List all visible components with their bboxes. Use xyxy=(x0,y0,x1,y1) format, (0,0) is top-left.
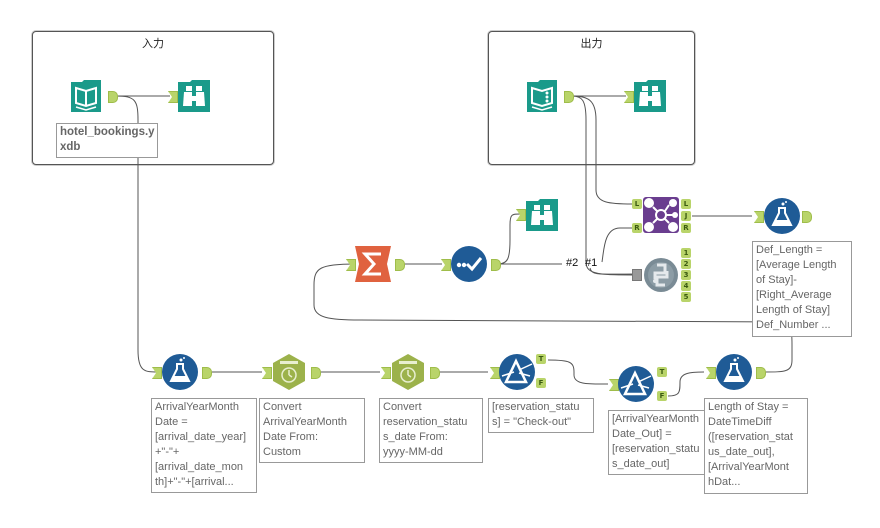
clock-icon xyxy=(273,354,305,390)
container-input-title: 入力 xyxy=(142,37,164,50)
annotation-filter1: [reservation_statu s] = "Check-out" xyxy=(488,398,594,433)
join-icon xyxy=(643,197,679,233)
filter-prism-icon xyxy=(618,366,654,402)
annotation-input-file: hotel_bookings.y xdb xyxy=(56,123,158,158)
filter-tool-1[interactable] xyxy=(499,354,535,390)
input-data-output-anchor[interactable] xyxy=(108,91,118,103)
join-tool[interactable] xyxy=(643,197,679,233)
filter2-false-anchor[interactable]: F xyxy=(657,391,667,401)
python-output-anchor-2[interactable]: 2 xyxy=(681,259,691,269)
python-output-anchor-1[interactable]: 1 xyxy=(681,248,691,258)
annotation-formula-arrival: ArrivalYearMonth Date = [arrival_date_ye… xyxy=(151,398,257,493)
flask-icon xyxy=(162,354,198,390)
container-output-title: 出力 xyxy=(580,37,603,50)
join-input-right-anchor[interactable]: R xyxy=(632,223,642,233)
annotation-formula-def: Def_Length = [Average Length of Stay]- [… xyxy=(752,241,852,337)
formula-arrival-output-anchor[interactable] xyxy=(202,367,212,379)
join-input-left-anchor[interactable]: L xyxy=(632,199,642,209)
connection-label-1: #1 xyxy=(585,257,598,269)
wire-out-join-L xyxy=(571,95,633,205)
check-icon xyxy=(451,246,487,282)
formula-los-output-anchor[interactable] xyxy=(756,367,766,379)
filter-tool-2[interactable] xyxy=(618,366,654,402)
binoculars-icon xyxy=(178,80,210,112)
wire-filter1-filter2 xyxy=(547,359,609,385)
wire-filter2-formula xyxy=(667,371,705,397)
flask-icon xyxy=(764,198,800,234)
wire-python-2 xyxy=(589,267,641,275)
python-input-anchor[interactable] xyxy=(632,269,642,281)
wire-check-browse xyxy=(497,213,521,265)
wire-join-R xyxy=(601,227,632,263)
binoculars-icon xyxy=(634,80,666,112)
formula-tool-def[interactable] xyxy=(764,198,800,234)
python-output-anchor-4[interactable]: 4 xyxy=(681,281,691,291)
wire-loop xyxy=(313,263,793,373)
annotation-datetime2: Convert reservation_statu s_date From: y… xyxy=(379,398,483,463)
input-data-2-output-anchor[interactable] xyxy=(564,91,574,103)
connection-label-2: #2 xyxy=(566,257,579,269)
python-icon xyxy=(644,258,678,292)
wire-input-formula xyxy=(115,95,159,373)
book-icon xyxy=(527,80,557,112)
browse-tool-3[interactable] xyxy=(524,197,560,233)
filter1-true-anchor[interactable]: T xyxy=(536,354,546,364)
datetime2-output-anchor[interactable] xyxy=(430,367,440,379)
clock-icon xyxy=(392,354,424,390)
join-output-left-anchor[interactable]: L xyxy=(681,199,691,209)
binoculars-icon xyxy=(526,199,558,231)
formula-tool-los[interactable] xyxy=(716,354,752,390)
join-output-right-anchor[interactable]: R xyxy=(681,223,691,233)
formula-def-output-anchor[interactable] xyxy=(802,211,812,223)
summarize-tool[interactable] xyxy=(355,246,391,282)
filter-prism-icon xyxy=(499,354,535,390)
datetime1-output-anchor[interactable] xyxy=(311,367,321,379)
annotation-formula-los: Length of Stay = DateTimeDiff ([reservat… xyxy=(704,398,808,494)
python-tool[interactable] xyxy=(643,257,679,293)
sigma-icon xyxy=(355,246,391,282)
browse-tool-2[interactable] xyxy=(632,78,668,114)
test-tool[interactable] xyxy=(451,246,487,282)
input-data-tool-2[interactable] xyxy=(524,78,560,114)
formula-tool-arrival[interactable] xyxy=(162,354,198,390)
annotation-datetime1: Convert ArrivalYearMonth Date From: Cust… xyxy=(259,398,365,463)
summarize-output-anchor[interactable] xyxy=(395,259,405,271)
book-icon xyxy=(71,80,101,112)
datetime-tool-2[interactable] xyxy=(390,354,426,390)
browse-tool-1[interactable] xyxy=(176,78,212,114)
input-data-tool[interactable] xyxy=(68,78,104,114)
python-output-anchor-5[interactable]: 5 xyxy=(681,292,691,302)
filter1-false-anchor[interactable]: F xyxy=(536,378,546,388)
filter2-true-anchor[interactable]: T xyxy=(657,367,667,377)
check-output-anchor[interactable] xyxy=(491,259,501,271)
wire-out-python-1 xyxy=(571,95,641,276)
python-output-anchor-3[interactable]: 3 xyxy=(681,270,691,280)
flask-icon xyxy=(716,354,752,390)
annotation-filter2: [ArrivalYearMonth Date_Out] = [reservati… xyxy=(608,410,712,475)
join-output-join-anchor[interactable]: J xyxy=(681,211,691,221)
datetime-tool-1[interactable] xyxy=(271,354,307,390)
